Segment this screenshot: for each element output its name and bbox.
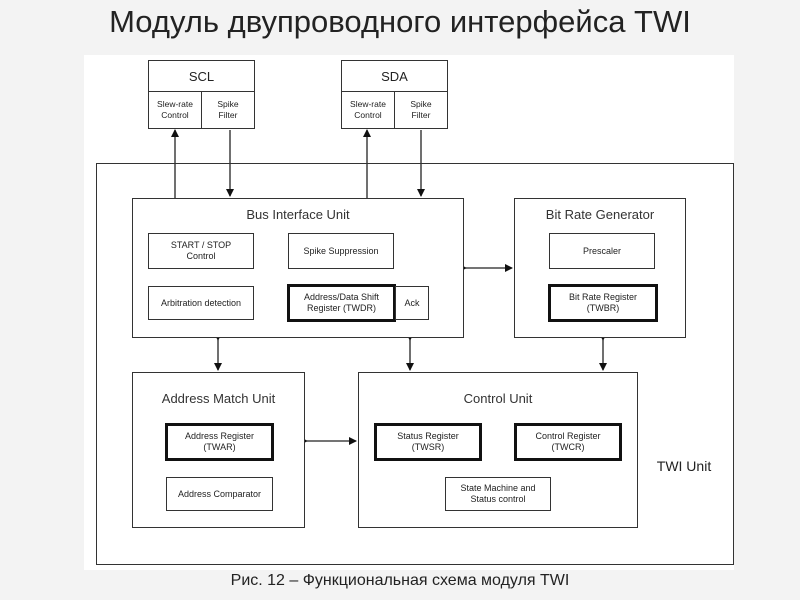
twi-unit-frame [96, 163, 734, 565]
twbr-register-block [548, 284, 658, 322]
state-machine-label: State Machine and Status control [460, 483, 536, 504]
state-machine-block [445, 477, 551, 511]
scl-slew-label: Slew-rate Control [157, 99, 193, 120]
ack-label: Ack [404, 297, 420, 308]
ack-block [395, 286, 429, 320]
bit-rate-title: Bit Rate Generator [545, 206, 655, 222]
address-match-title: Address Match Unit [161, 390, 276, 406]
twar-register-label: Address Register (TWAR) [184, 431, 255, 452]
twcr-register-label: Control Register (TWCR) [535, 431, 601, 452]
twbr-register-label: Bit Rate Register (TWBR) [568, 292, 638, 313]
twar-register-block [165, 423, 274, 461]
sda-spike-label: Spike Filter [410, 99, 432, 120]
arbitration-label: Arbitration detection [160, 297, 242, 308]
figure-caption: Рис. 12 – Функциональная схема модуля TW… [230, 572, 570, 589]
scl-pin-label: SCL [188, 68, 215, 84]
twdr-register-block [287, 284, 396, 322]
prescaler-label: Prescaler [582, 245, 621, 256]
address-comparator-label: Address Comparator [177, 488, 262, 499]
prescaler-block [549, 233, 655, 269]
sda-slew-label: Slew-rate Control [350, 99, 386, 120]
sda-slew-block [341, 91, 395, 129]
twsr-register-block [374, 423, 482, 461]
twsr-register-label: Status Register (TWSR) [397, 431, 459, 452]
scl-spike-label: Spike Filter [217, 99, 239, 120]
bus-interface-title: Bus Interface Unit [246, 206, 350, 222]
page-title: Модуль двупроводного интерфейса TWI [109, 4, 691, 39]
start-stop-label: START / STOP Control [170, 240, 232, 261]
sda-pin-label: SDA [381, 68, 408, 84]
sda-spike-block [394, 91, 448, 129]
twi-unit-label: TWI Unit [656, 457, 712, 474]
start-stop-block [148, 233, 254, 269]
twcr-register-block [514, 423, 622, 461]
control-unit-title: Control Unit [463, 390, 533, 406]
address-comparator-block [166, 477, 273, 511]
scl-spike-block [201, 91, 255, 129]
twdr-register-label: Address/Data Shift Register (TWDR) [303, 292, 380, 313]
spike-suppression-block [288, 233, 394, 269]
arbitration-block [148, 286, 254, 320]
spike-suppression-label: Spike Suppression [303, 245, 379, 256]
